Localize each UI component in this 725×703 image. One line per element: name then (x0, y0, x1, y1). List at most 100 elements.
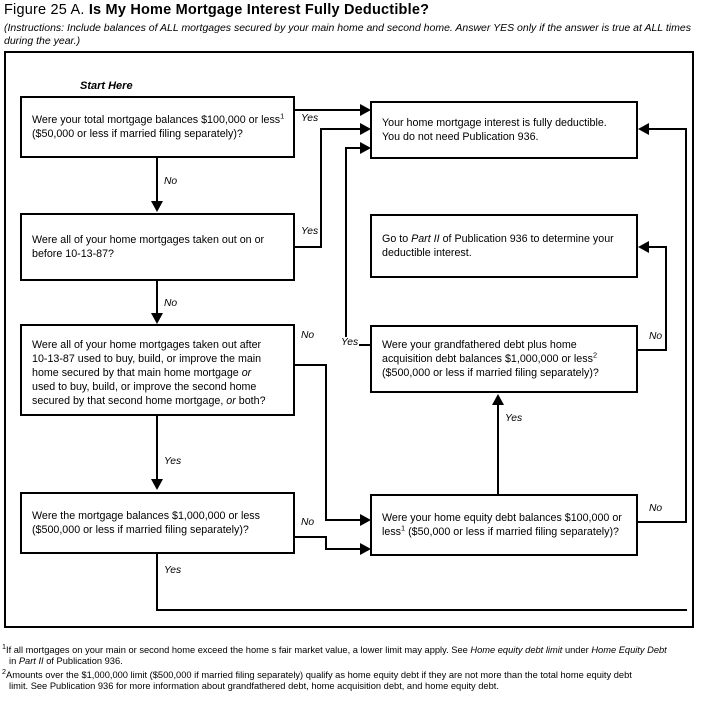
edge-q3-no-h1 (295, 364, 327, 366)
node-mortgages-after-101387-used-to-buy[interactable]: Were all of your home mortgages taken ou… (20, 324, 295, 416)
q2-line2: before 10-13-87? (32, 248, 114, 260)
edge-q4-no-arrowhead (360, 543, 371, 555)
q4-line2: ($500,000 or less if married filing sepa… (32, 524, 249, 536)
footnote-2-marker: 2 (2, 666, 6, 676)
edge-label-q3-no: No (300, 330, 316, 341)
edge-q5-yes-v (345, 147, 347, 346)
node-grandfathered-plus-acquisition-debt[interactable]: Were your grandfathered debt plus home a… (370, 325, 638, 393)
edge-q5-no-arrowhead (638, 241, 649, 253)
edge-label-q4-no: No (300, 517, 316, 528)
edge-q3-yes-arrowhead (151, 479, 163, 490)
footnote-1-part-d: of Publication 936. (43, 656, 123, 667)
edge-q4-no-h1 (295, 536, 327, 538)
q1-line1: Were your total mortgage balances $100,0… (32, 114, 281, 126)
edge-q1-yes-line (295, 109, 363, 111)
edge-label-q1-no: No (163, 176, 179, 187)
r2-post: of Publication 936 to determine your (439, 233, 614, 245)
start-here-label: Start Here (80, 80, 133, 92)
edge-q2-yes-h1 (295, 246, 322, 248)
footnote-1-part-a: If all mortgages on your main or second … (6, 645, 471, 655)
q5-footnote-ref: 2 (592, 350, 598, 360)
edge-q1-yes-arrowhead (360, 104, 371, 116)
q6-line1: Were your home equity debt balances $100… (382, 512, 622, 524)
edge-label-q3-yes: Yes (163, 456, 183, 467)
q2-line1: Were all of your home mortgages taken ou… (32, 234, 265, 246)
node-q4-text: Were the mortgage balances $1,000,000 or… (32, 509, 287, 537)
edge-q2-yes-v (320, 128, 322, 248)
node-r1-text: Your home mortgage interest is fully ded… (382, 116, 630, 144)
edge-q3-no-h2 (325, 519, 363, 521)
edge-label-q5-yes: Yes (340, 337, 360, 348)
edge-q6-no-h1 (638, 521, 687, 523)
footnote-2: 2Amounts over the $1,000,000 limit ($500… (2, 666, 721, 692)
edge-q6-yes-line (497, 404, 499, 494)
edge-label-q1-yes: Yes (300, 113, 320, 124)
q3-line5: secured by that second home mortgage, (32, 395, 227, 407)
edge-q1-no-arrowhead (151, 201, 163, 212)
edge-label-q6-no: No (648, 503, 664, 514)
r2-line2: deductible interest. (382, 247, 472, 259)
footnote-1-em-c: Part II (18, 656, 44, 667)
edge-q6-no-h2 (648, 128, 687, 130)
edge-label-q2-no: No (163, 298, 179, 309)
node-total-mortgage-balances[interactable]: Were your total mortgage balances $100,0… (20, 96, 295, 158)
edge-q4-no-h2 (325, 548, 363, 550)
flowchart-frame (4, 51, 694, 628)
footnote-1-part-c: in (9, 656, 19, 667)
edge-q3-no-v (325, 364, 327, 521)
edge-q2-yes-arrowhead (360, 123, 371, 135)
edge-q2-no-arrowhead (151, 313, 163, 324)
node-q3-text: Were all of your home mortgages taken ou… (32, 338, 287, 408)
q3-line5-end: both? (235, 395, 266, 407)
edge-label-q2-yes: Yes (300, 226, 320, 237)
q5-line1: Were your grandfathered debt plus home (382, 339, 577, 351)
edge-q6-yes-arrowhead (492, 394, 504, 405)
node-q5-text: Were your grandfathered debt plus home a… (382, 338, 630, 380)
edge-q1-no-line (156, 158, 158, 204)
footnote-2-part-a: Amounts over the $1,000,000 limit ($500,… (6, 670, 632, 680)
footnote-1-part-b: under (562, 645, 592, 655)
q3-line3: home secured by that main home mortgage (32, 367, 242, 379)
footnote-1-em-b: Home Equity Debt (591, 645, 667, 655)
q3-line4: used to buy, build, or improve the secon… (32, 381, 257, 393)
r2-pre: Go to (382, 233, 412, 245)
footnote-1-em-a: Home equity debt limit (470, 645, 563, 655)
node-fully-deductible-result[interactable]: Your home mortgage interest is fully ded… (370, 101, 638, 159)
q1-line2: ($50,000 or less if married filing separ… (32, 128, 243, 140)
edge-q5-yes-arrowhead (360, 142, 371, 154)
q3-em-or-2: or (226, 395, 236, 407)
footnote-1: 1If all mortgages on your main or second… (2, 641, 721, 667)
node-mortgage-balances-1m[interactable]: Were the mortgage balances $1,000,000 or… (20, 492, 295, 554)
edge-q4-yes-h (156, 609, 687, 611)
edge-q5-no-h2 (648, 246, 667, 248)
r2-em-part: Part II (411, 233, 440, 245)
page-title: Figure 25 A. Is My Home Mortgage Interes… (4, 2, 429, 18)
node-home-equity-debt-balances[interactable]: Were your home equity debt balances $100… (370, 494, 638, 556)
q6-line2b: ($50,000 or less if married filing separ… (405, 526, 619, 538)
edge-q5-no-v (665, 246, 667, 351)
node-q6-text: Were your home equity debt balances $100… (382, 511, 630, 539)
q1-footnote-ref: 1 (280, 111, 285, 121)
footnote-2-part-b: limit. See Publication 936 for more info… (9, 681, 499, 692)
edge-q6-no-arrowhead (638, 123, 649, 135)
q4-line1: Were the mortgage balances $1,000,000 or… (32, 510, 260, 522)
node-r2-text: Go to Part II of Publication 936 to dete… (382, 232, 630, 260)
edge-q2-yes-h2 (320, 128, 363, 130)
edge-q2-no-line (156, 281, 158, 322)
edge-q3-yes-line (156, 416, 158, 484)
node-goto-part-ii-result[interactable]: Go to Part II of Publication 936 to dete… (370, 214, 638, 278)
edge-q3-no-arrowhead (360, 514, 371, 526)
r1-line1: Your home mortgage interest is fully ded… (382, 117, 607, 129)
node-mortgages-before-101387[interactable]: Were all of your home mortgages taken ou… (20, 213, 295, 281)
footnote-1-marker: 1 (2, 641, 6, 651)
edge-q5-yes-h2 (345, 147, 363, 149)
edge-q5-no-h1 (638, 349, 667, 351)
q5-line3: ($500,000 or less if married filing sepa… (382, 367, 599, 379)
edge-label-q5-no: No (648, 331, 664, 342)
edge-label-q6-yes: Yes (504, 413, 524, 424)
q3-line1: Were all of your home mortgages taken ou… (32, 339, 262, 351)
edge-q6-no-v (685, 128, 687, 523)
edge-q4-no-v (325, 536, 327, 550)
q5-line2: acquisition debt balances $1,000,000 or … (382, 353, 593, 365)
